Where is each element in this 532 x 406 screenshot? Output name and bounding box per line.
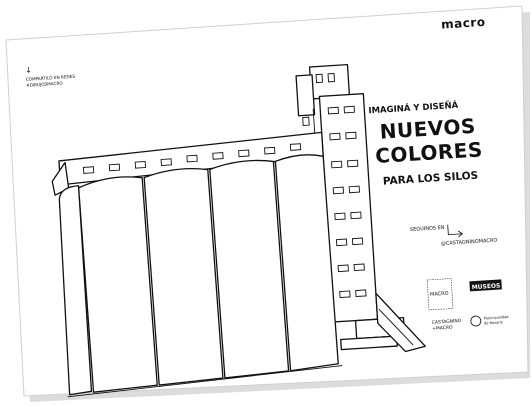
castagnino-macro-logo: +MACRO bbox=[432, 325, 453, 332]
share-note-line1: COMPARTILO EN REDES bbox=[26, 74, 76, 82]
sponsor-logos: MACRO MUSEOS CASTAGNINO +MACRO Municipal… bbox=[426, 278, 509, 332]
macro-logo: macro bbox=[441, 15, 486, 32]
svg-text:MACRO: MACRO bbox=[430, 291, 449, 298]
follow-arrow-icon bbox=[447, 224, 463, 238]
silo-cylinders bbox=[58, 154, 343, 398]
municipalidad-seal-icon bbox=[470, 315, 482, 327]
municipalidad-line2: de Rosario bbox=[484, 320, 503, 325]
headline-line3: PARA LOS SILOS bbox=[383, 170, 479, 188]
follow-handle: @CASTAGNINOMACRO bbox=[441, 238, 498, 248]
elevator-tower bbox=[295, 63, 406, 351]
silo-illustration bbox=[51, 63, 426, 398]
museos-logo: MUSEOS bbox=[469, 279, 502, 292]
share-arrow-icon: ↓ bbox=[25, 65, 32, 74]
share-hashtag: #DIBUJOSMACRO bbox=[26, 80, 64, 87]
svg-text:MUSEOS: MUSEOS bbox=[472, 282, 501, 291]
castagnino-logo: CASTAGNINO bbox=[432, 318, 462, 326]
macro-block-logo: MACRO bbox=[426, 278, 454, 311]
follow-label: SEGUINOS EN bbox=[410, 225, 445, 233]
side-annex bbox=[375, 292, 426, 353]
municipalidad-line1: Municipalidad bbox=[484, 315, 509, 321]
gallery-building bbox=[51, 131, 324, 196]
